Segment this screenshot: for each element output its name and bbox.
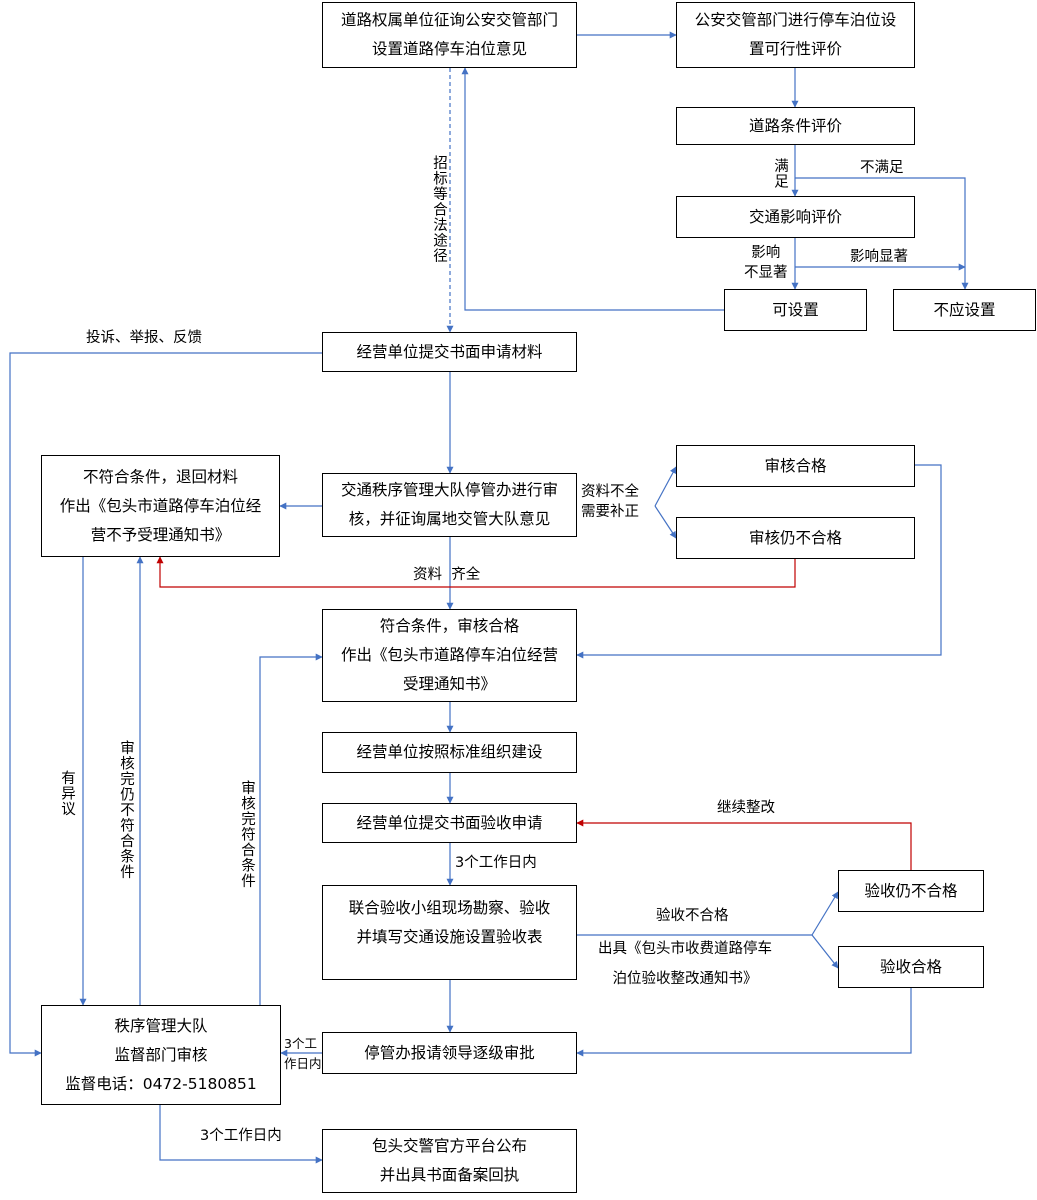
node-joint-check: 联合验收小组现场勘察、验收 并填写交通设施设置验收表 — [322, 885, 577, 980]
edge-canset-consult — [461, 67, 724, 311]
node-can-set: 可设置 — [724, 289, 867, 331]
label-complaint: 投诉、举报、反馈 — [86, 330, 202, 346]
edge-review-stillfail — [654, 505, 677, 539]
node-should-not-set: 不应设置 — [893, 289, 1036, 331]
label-three-days-c: 3个工作日内 — [200, 1128, 282, 1144]
label-still-not-qualified: 审核完仍不符合条件 — [118, 740, 134, 880]
node-supervision: 秩序管理大队 监督部门审核 监督电话：0472-5180851 — [41, 1005, 281, 1105]
label-qualified: 审核完符合条件 — [239, 780, 255, 889]
node-consult: 道路权属单位征询公安交管部门 设置道路停车泊位意见 — [322, 2, 577, 68]
edge-joint-stillfail — [811, 891, 839, 936]
label-three-days-b: 3个工 作日内 — [284, 1036, 322, 1071]
label-satisfied: 满足 — [772, 157, 788, 189]
node-submit-check: 经营单位提交书面验收申请 — [322, 803, 577, 843]
label-not-satisfied: 不满足 — [860, 160, 904, 176]
label-impact-significant: 影响显著 — [850, 249, 908, 265]
label-continue-fix: 继续整改 — [717, 800, 775, 816]
node-publish: 包头交警官方平台公布 并出具书面备案回执 — [322, 1129, 577, 1193]
edge-checkstillfail-submitcheck — [576, 819, 912, 870]
node-check-still-fail: 验收仍不合格 — [838, 870, 984, 912]
edge-supervision-accept — [259, 653, 323, 1005]
label-rectify-notice: 出具《包头市收费道路停车 泊位验收整改通知书》 — [598, 941, 772, 987]
label-has-objection: 有异议 — [59, 769, 75, 817]
label-check-fail: 验收不合格 — [656, 908, 729, 924]
edge-supervision-publish — [159, 1105, 323, 1164]
edge-complaint-supervision — [9, 352, 322, 1057]
edge-checkpass-approval — [576, 988, 912, 1057]
edge-road-shouldnot — [795, 177, 969, 290]
label-impact-minor: 影响 不显著 — [744, 245, 788, 281]
node-check-pass: 验收合格 — [838, 946, 984, 988]
node-approval: 停管办报请领导逐级审批 — [322, 1032, 577, 1074]
edge-review-pass — [654, 466, 677, 507]
label-three-days-a: 3个工作日内 — [455, 855, 537, 871]
node-traffic-eval: 交通影响评价 — [676, 196, 915, 238]
label-bidding: 招标等合法途径 — [431, 155, 447, 264]
node-road-eval: 道路条件评价 — [676, 107, 915, 145]
node-review: 交通秩序管理大队停管办进行审 核，并征询属地交管大队意见 — [322, 473, 577, 537]
edge-pass-accept — [576, 464, 942, 659]
edge-joint-checkpass — [811, 934, 839, 969]
node-build: 经营单位按照标准组织建设 — [322, 732, 577, 773]
node-pass: 审核合格 — [676, 445, 915, 487]
node-accept: 符合条件，审核合格 作出《包头市道路停车泊位经营 受理通知书》 — [322, 609, 577, 702]
node-reject: 不符合条件，退回材料 作出《包头市道路停车泊位经 营不予受理通知书》 — [41, 455, 280, 557]
node-still-fail: 审核仍不合格 — [676, 517, 915, 559]
node-submit-application: 经营单位提交书面申请材料 — [322, 332, 577, 372]
label-complete: 资料 齐全 — [413, 567, 481, 583]
edge-stillfail-reject — [156, 556, 796, 588]
node-feasibility: 公安交管部门进行停车泊位设 置可行性评价 — [676, 2, 915, 68]
label-incomplete: 资料不全 需要补正 — [581, 484, 639, 520]
